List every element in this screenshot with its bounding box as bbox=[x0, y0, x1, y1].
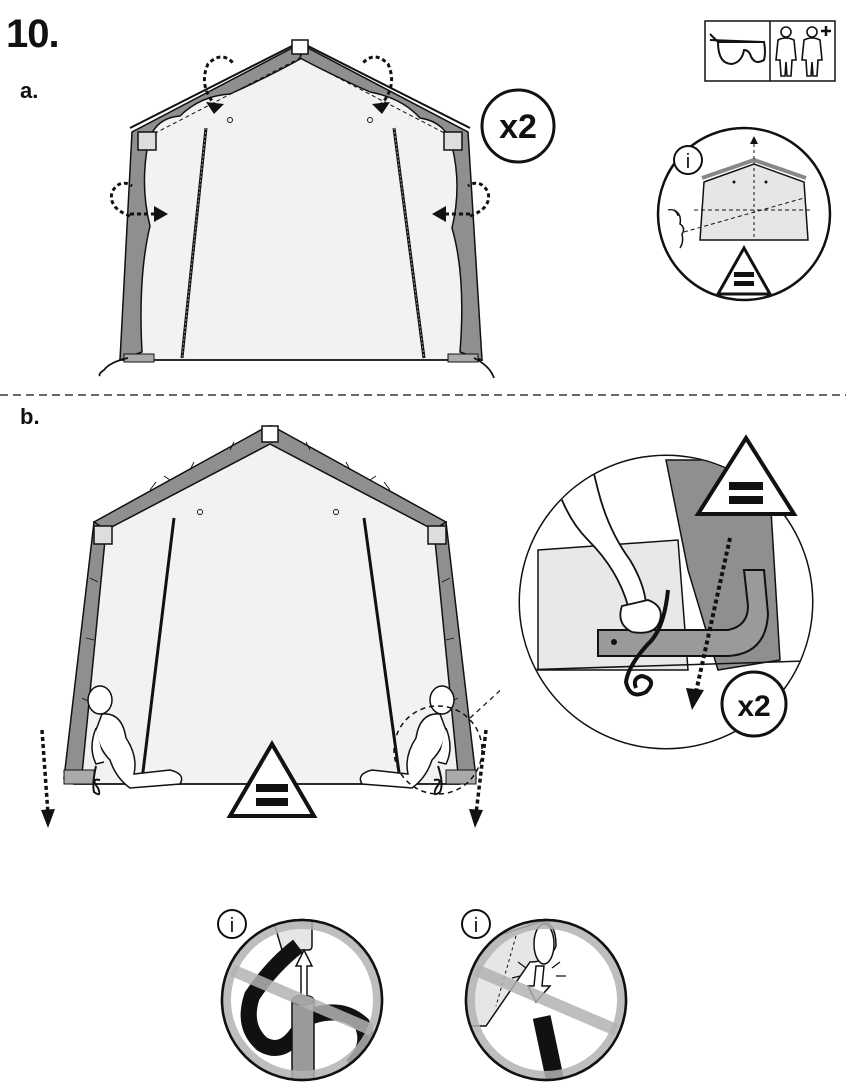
part-a-multiplier-text: x2 bbox=[499, 108, 537, 146]
two-person-icon bbox=[775, 26, 831, 77]
alignment-check-detail: i bbox=[656, 126, 832, 302]
part-b-multiplier-badge: x2 bbox=[720, 670, 788, 738]
part-b-label: b. bbox=[20, 404, 40, 429]
equal-tension-icon bbox=[715, 244, 773, 296]
equal-tension-icon bbox=[694, 434, 798, 516]
svg-text:i: i bbox=[686, 151, 690, 173]
safety-requirements-box bbox=[704, 20, 836, 82]
prohibited-icon bbox=[465, 919, 627, 1081]
prohibited-icon bbox=[221, 919, 383, 1081]
info-icon: i bbox=[461, 909, 491, 939]
section-divider bbox=[0, 394, 846, 396]
info-icon: i bbox=[673, 145, 703, 175]
part-a-multiplier-badge: x2 bbox=[480, 88, 556, 164]
svg-text:i: i bbox=[474, 915, 478, 937]
person-left bbox=[87, 685, 183, 789]
svg-text:i: i bbox=[230, 915, 234, 937]
rope-pull-detail: x2 bbox=[518, 434, 814, 750]
equal-tension-icon bbox=[226, 740, 318, 818]
part-a-shelter-illustration bbox=[98, 39, 495, 379]
pull-arrow-icon bbox=[40, 729, 488, 828]
part-b-multiplier-text: x2 bbox=[737, 690, 770, 723]
prohibited-detail-right: i bbox=[461, 909, 628, 1082]
rotate-arrow-icon bbox=[109, 55, 491, 218]
info-icon: i bbox=[217, 909, 247, 939]
step-number: 10. bbox=[6, 12, 60, 56]
part-a-label: a. bbox=[20, 78, 39, 103]
part-b-shelter-illustration bbox=[40, 425, 500, 828]
prohibited-detail-left: i bbox=[217, 909, 384, 1082]
safety-glasses-icon bbox=[709, 33, 766, 66]
